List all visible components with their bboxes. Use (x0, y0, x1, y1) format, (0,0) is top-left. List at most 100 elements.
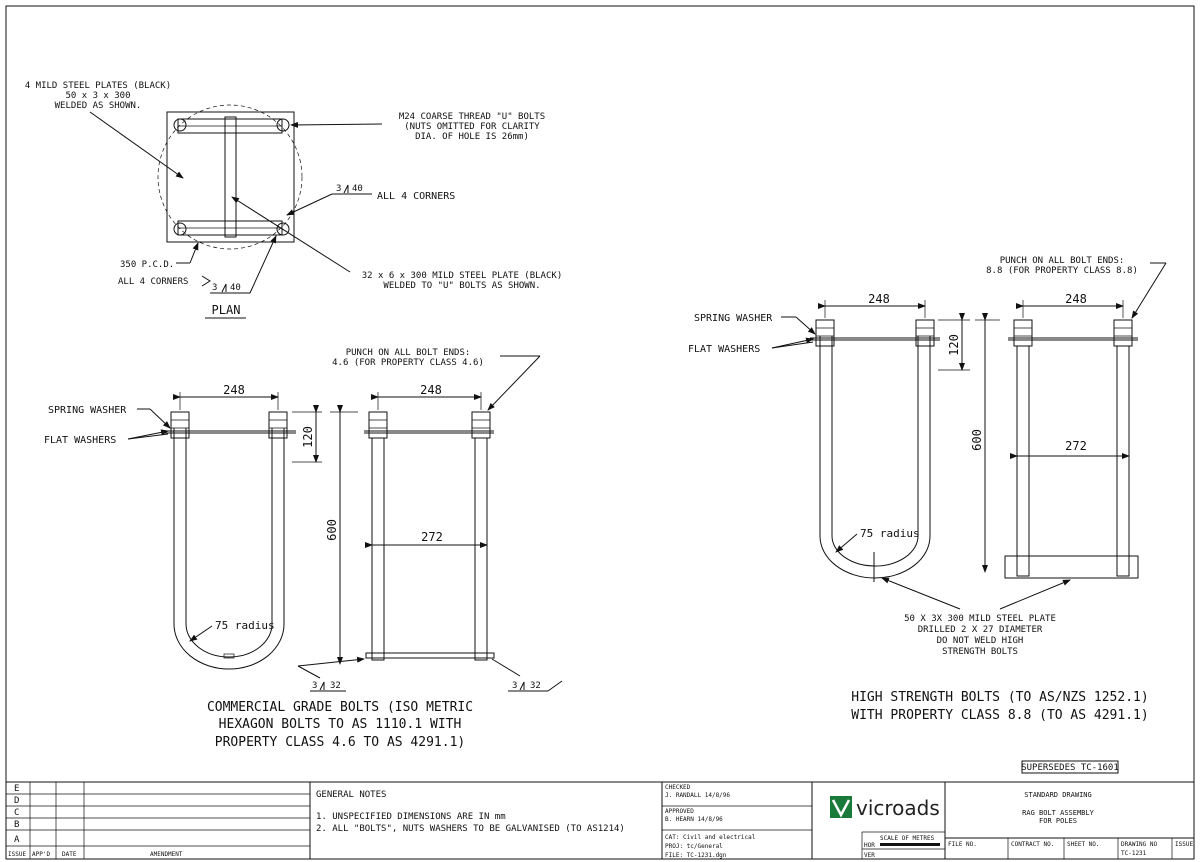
commercial-caption-3: PROPERTY CLASS 4.6 TO AS 4291.1) (215, 735, 465, 750)
weld-left-arrow (201, 275, 211, 287)
cat-label: CAT: Civil and electrical (665, 834, 756, 841)
drawing-title-2: FOR POLES (1039, 817, 1077, 825)
corners-weld-left: ALL 4 CORNERS (118, 277, 188, 287)
spring-washer-leader (149, 408, 171, 429)
commercial-bolt-view: SPRING WASHER FLAT WASHERS 248 120 600 (44, 348, 563, 750)
side-bar-left (371, 437, 385, 661)
ubolt-punch-mark (223, 653, 235, 659)
hs-dim-120-text: 120 (947, 334, 961, 356)
dim-120-text: 120 (301, 426, 315, 448)
plan-title: PLAN (212, 303, 241, 317)
spring-washer-label: SPRING WASHER (48, 405, 127, 416)
plan-centre-plate (224, 116, 237, 238)
nut-right (268, 411, 288, 439)
hs-dim-248-left-text: 248 (868, 292, 890, 306)
hs-side-nut-left (1013, 319, 1033, 347)
scale-ver: VER (864, 852, 875, 859)
weld-left-b: 40 (230, 283, 241, 293)
pcd-label: 350 P.C.D. (120, 260, 174, 270)
punch-leader (487, 355, 541, 411)
nut-left (170, 411, 190, 439)
col-issue: ISSUE (8, 851, 26, 858)
hs-caption-2: WITH PROPERTY CLASS 8.8 (TO AS 4291.1) (851, 708, 1148, 723)
leader-steel-plates (89, 111, 184, 179)
plan-ubolt-note-1: M24 COARSE THREAD "U" BOLTS (399, 112, 545, 122)
general-note-2: 2. ALL "BOLTS", NUTS WASHERS TO BE GALVA… (316, 824, 625, 834)
pcd-leader (189, 242, 199, 264)
issue-c: C (14, 808, 19, 818)
hs-side-bar-right (1116, 345, 1130, 577)
side-nut-left (368, 411, 388, 439)
hs-punch-leader (1131, 262, 1167, 319)
issue-b: B (14, 820, 19, 830)
radius-label: 75 radius (215, 619, 275, 632)
ubolt-outer (173, 428, 285, 670)
hs-side-bar-left (1016, 345, 1030, 577)
flat-washers-label: FLAT WASHERS (44, 435, 116, 446)
bolt-hole-tr (276, 118, 290, 132)
dim-600-text: 600 (325, 519, 339, 541)
leader-weld-right (286, 193, 333, 216)
general-note-1: 1. UNSPECIFIED DIMENSIONS ARE IN mm (316, 812, 506, 822)
commercial-caption-1: COMMERCIAL GRADE BOLTS (ISO METRIC (207, 700, 473, 715)
issue-a: A (14, 835, 20, 845)
leader-weld-left (249, 235, 277, 294)
weld-bl-leader2 (297, 665, 321, 679)
weld-br-leader (491, 658, 521, 677)
hs-punch-note-2: 8.8 (FOR PROPERTY CLASS 8.8) (986, 266, 1138, 276)
weld-right-a: 3 (336, 184, 341, 194)
corners-weld-right: ALL 4 CORNERS (377, 191, 455, 202)
weld-bl-triangle (319, 681, 325, 691)
hs-radius-leader (835, 533, 858, 553)
weld-bl-a: 3 (312, 681, 317, 691)
plan-steel-plates-note-3: WELDED AS SHOWN. (55, 101, 142, 111)
hs-plate-leader-1 (881, 577, 961, 610)
side-bottom-plate (365, 652, 495, 659)
cell-drawing-no: DRAWING NO (1121, 841, 1158, 848)
cell-issue: ISSUE (1175, 841, 1193, 848)
flat-washers-leader-2 (127, 433, 169, 440)
weld-br-tail (547, 680, 563, 692)
weld-bl-b: 32 (330, 681, 341, 691)
plan-view: 4 MILD STEEL PLATES (BLACK) 50 x 3 x 300… (25, 81, 562, 319)
hs-dim-248-right-text: 248 (1065, 292, 1087, 306)
file-label: FILE: TC-1231.dgn (665, 852, 727, 859)
approved-label: APPROVED (665, 808, 694, 815)
hs-ubolt-inner (831, 336, 919, 567)
weld-br-triangle (519, 681, 525, 691)
weld-bl-leader (297, 656, 365, 667)
dim-248-right-text: 248 (420, 383, 442, 397)
proj-label: PROJ: tc/General (665, 843, 723, 850)
hs-flat-leader-2 (771, 341, 814, 349)
cell-file-no: FILE NO. (948, 841, 977, 848)
issue-d: D (14, 796, 19, 806)
dim-272-text: 272 (421, 530, 443, 544)
col-amendment: AMENDMENT (150, 851, 183, 858)
hs-radius-label: 75 radius (860, 527, 920, 540)
hs-side-bottom-plate (1004, 555, 1139, 579)
hs-nut-left (815, 319, 835, 347)
high-strength-bolt-view: SPRING WASHER FLAT WASHERS 248 120 600 2 (688, 256, 1167, 723)
hs-dim-272-text: 272 (1065, 439, 1087, 453)
hs-plate-note-2: DRILLED 2 X 27 DIAMETER (918, 625, 1043, 635)
pcd-circle (157, 104, 303, 250)
checked-by: J. RANDALL 14/8/96 (665, 792, 730, 799)
vicroads-logo-v (831, 799, 851, 818)
drawing-no-value: TC-1231 (1121, 850, 1147, 857)
hs-spring-leader (795, 316, 816, 335)
col-date: DATE (62, 851, 77, 858)
hs-plate-note-4: STRENGTH BOLTS (942, 647, 1018, 657)
hs-nut-right (915, 319, 935, 347)
hs-punch-note-1: PUNCH ON ALL BOLT ENDS: (1000, 256, 1125, 266)
standard-drawing-label: STANDARD DRAWING (1024, 791, 1091, 799)
weld-left-a: 3 (212, 283, 217, 293)
hs-caption-1: HIGH STRENGTH BOLTS (TO AS/NZS 1252.1) (851, 690, 1148, 705)
plan-steel-plates-note-2: 50 x 3 x 300 (65, 91, 130, 101)
scale-label: SCALE OF METRES (880, 835, 935, 842)
general-notes-title: GENERAL NOTES (316, 790, 386, 800)
col-appd: APP'D (32, 851, 50, 858)
supersedes-text: SUPERSEDES TC-1601 (1021, 763, 1119, 773)
plan-steel-plates-note-1: 4 MILD STEEL PLATES (BLACK) (25, 81, 171, 91)
side-nut-right (471, 411, 491, 439)
